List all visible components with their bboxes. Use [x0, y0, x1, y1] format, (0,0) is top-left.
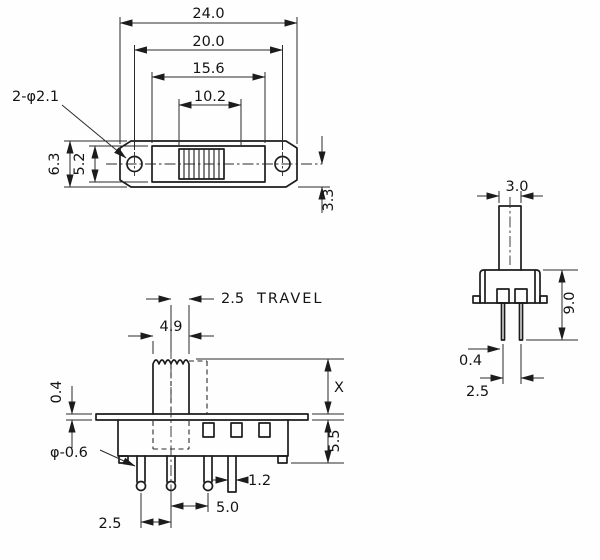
dim-body-height: 5.5 — [327, 429, 343, 452]
hole-callout: 2-φ2.1 — [12, 89, 59, 105]
extension-lines — [64, 17, 330, 188]
dim-slot-width: 10.2 — [194, 89, 226, 105]
dim-inner-height: 5.2 — [72, 152, 88, 175]
contact-window-1 — [202, 422, 215, 438]
terminal-block-right — [514, 288, 528, 304]
pin-3 — [203, 455, 213, 483]
dim-knob-width: 4.9 — [159, 319, 182, 335]
dim-knob-height: X — [334, 380, 344, 396]
pin-1 — [136, 455, 146, 483]
dim-pin-thickness: 0.4 — [459, 353, 482, 369]
dim-pin-pitch-b: 5.0 — [216, 500, 239, 516]
pin-4 — [227, 455, 237, 493]
side-view-body — [472, 205, 548, 341]
side-view-dimension-lines — [468, 191, 578, 384]
flange-lip-left — [472, 295, 481, 304]
travel-label: TRAVEL — [256, 291, 324, 307]
top-view-dimension-lines — [61, 17, 330, 213]
hole-callout-leader — [61, 104, 127, 159]
pin-3-tip — [202, 480, 214, 492]
knob-travel-position — [170, 360, 208, 414]
dim-overall-height: 6.3 — [47, 152, 63, 175]
dim-edge-offset: 3.3 — [321, 188, 337, 211]
pin-2 — [166, 455, 176, 483]
terminal-block-left — [496, 288, 510, 304]
housing-side — [479, 269, 541, 304]
front-view-dimension-lines — [66, 295, 344, 528]
front-view-hidden-lines — [152, 360, 208, 450]
front-view: 2.5 TRAVEL 4.9 0.4 X 5.5 φ-0.6 2.5 5.0 1… — [49, 291, 344, 532]
pin-callout-leader — [99, 449, 136, 467]
switch-base — [117, 419, 289, 457]
top-view: 24.0 20.0 15.6 10.2 2-φ2.1 6.3 5.2 3.3 — [12, 6, 337, 213]
pin-1-tip — [135, 480, 147, 492]
dim-knob-depth: 3.0 — [505, 179, 528, 195]
front-view-body — [95, 359, 309, 493]
extension-lines — [66, 305, 344, 528]
dim-overall-height: 9.0 — [562, 291, 578, 314]
switch-body-outline — [119, 140, 298, 188]
dim-flange-thickness: 0.4 — [49, 380, 65, 403]
flange-lip-right — [539, 295, 548, 304]
pin-row-front — [500, 302, 506, 341]
side-view: 3.0 9.0 0.4 2.5 — [459, 179, 578, 400]
dim-pin-pitch: 2.5 — [466, 384, 489, 400]
pin-callout: φ-0.6 — [50, 445, 88, 461]
top-view-centerlines — [106, 152, 322, 176]
extension-lines — [498, 191, 578, 384]
dim-pin-width: 1.2 — [248, 473, 271, 489]
dim-overall-width: 24.0 — [192, 6, 224, 22]
housing-inner-walls — [484, 270, 536, 304]
dim-pin-pitch-a: 2.5 — [98, 516, 121, 532]
pin-row-back — [518, 302, 524, 341]
mounting-flange — [95, 413, 309, 421]
base-tab-right — [277, 455, 288, 464]
contact-window-2 — [230, 422, 243, 438]
dim-opening-width: 15.6 — [192, 61, 224, 77]
travel-value: 2.5 — [221, 291, 244, 307]
dim-hole-pitch: 20.0 — [192, 34, 224, 50]
contact-window-3 — [258, 422, 271, 438]
